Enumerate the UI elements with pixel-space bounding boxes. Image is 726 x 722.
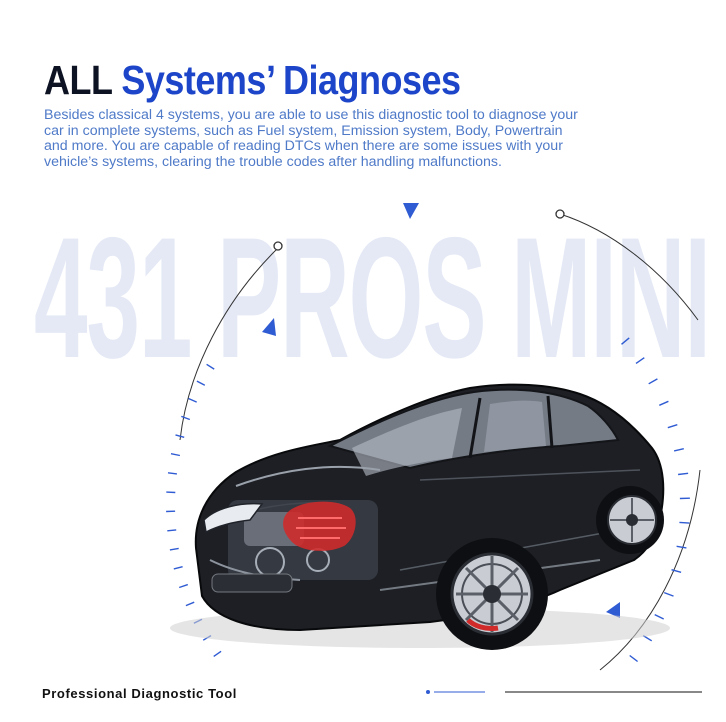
headline-part-all: ALL bbox=[44, 56, 112, 103]
arc-guide-left bbox=[179, 247, 279, 441]
tick-mark bbox=[181, 415, 191, 421]
tick-mark bbox=[621, 337, 630, 345]
arc-guide-right bbox=[599, 469, 701, 671]
tick-mark bbox=[679, 521, 690, 524]
tick-mark bbox=[178, 583, 189, 589]
tick-mark bbox=[678, 472, 689, 476]
description-paragraph: Besides classical 4 systems, you are abl… bbox=[44, 107, 578, 170]
tick-mark bbox=[169, 547, 179, 551]
tick-mark bbox=[671, 569, 682, 573]
tick-mark bbox=[676, 545, 687, 549]
tick-mark bbox=[188, 397, 197, 403]
headline-part-systems: Systems’ bbox=[121, 56, 274, 103]
x-ray-car-icon bbox=[170, 383, 670, 650]
marker-circle-top bbox=[555, 209, 565, 219]
triangle-marker-left-icon bbox=[262, 318, 276, 336]
tick-mark bbox=[635, 357, 645, 364]
watermark-model-name: 431 PROS MINI bbox=[34, 202, 711, 394]
headline: ALL Systems’ Diagnoses bbox=[44, 56, 461, 103]
tick-mark bbox=[663, 591, 674, 597]
tick-mark bbox=[673, 448, 684, 452]
marker-circle-left bbox=[273, 241, 283, 251]
tick-mark bbox=[654, 613, 665, 620]
tick-mark bbox=[213, 650, 222, 657]
footer-dot bbox=[426, 690, 430, 694]
tick-mark bbox=[196, 380, 206, 386]
triangle-marker-top-icon bbox=[403, 203, 419, 219]
tick-mark bbox=[648, 378, 658, 385]
tick-ring-right bbox=[621, 337, 690, 663]
tick-mark bbox=[185, 601, 195, 607]
tick-mark bbox=[667, 424, 678, 429]
triangle-marker-right-icon bbox=[606, 602, 620, 618]
tick-mark bbox=[629, 654, 639, 663]
tick-mark bbox=[175, 434, 185, 438]
tick-mark bbox=[173, 566, 183, 570]
tick-mark bbox=[206, 363, 215, 370]
headline-part-diagnoses: Diagnoses bbox=[282, 56, 461, 103]
tick-mark bbox=[659, 400, 669, 406]
tick-mark bbox=[170, 453, 181, 457]
tick-mark bbox=[167, 472, 177, 475]
tick-mark bbox=[167, 529, 177, 532]
footer-label: Professional Diagnostic Tool bbox=[42, 686, 237, 701]
arc-guide-top bbox=[559, 213, 699, 321]
